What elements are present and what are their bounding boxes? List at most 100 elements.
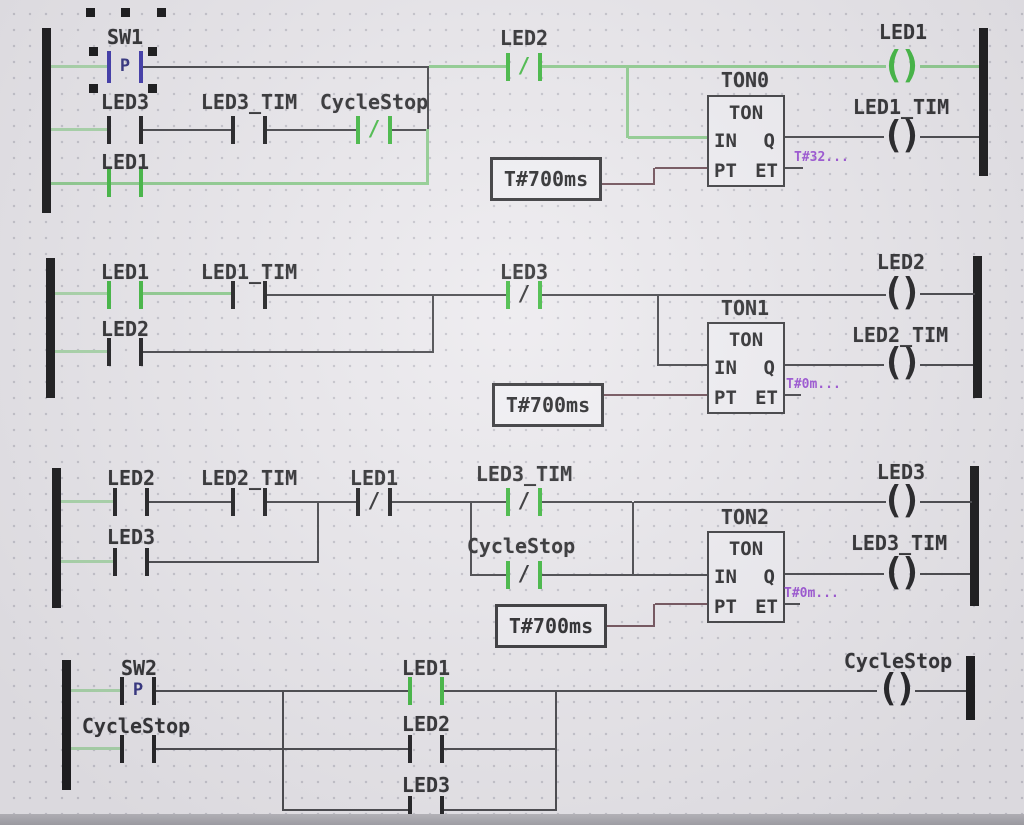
contact-led1-tim[interactable] (231, 281, 267, 309)
timer-block-ton1[interactable]: TON IN Q PT ET (707, 322, 785, 414)
wire-branch (632, 502, 634, 576)
contact-led1[interactable] (408, 677, 444, 705)
coil-led2-tim[interactable]: ( ) (882, 344, 922, 383)
operand-label[interactable]: LED3 (100, 90, 150, 114)
fb-in: IN (714, 566, 737, 588)
coil-led1[interactable]: ( ) (882, 47, 922, 86)
coil-led3-tim[interactable]: ( ) (882, 554, 922, 593)
timer-name[interactable]: TON0 (720, 68, 770, 92)
wire (785, 136, 884, 138)
contact-led3-tim-nc[interactable]: / (506, 488, 542, 516)
wire (143, 66, 429, 68)
selection-handle[interactable] (148, 47, 157, 56)
operand-label[interactable]: LED2 (401, 712, 451, 736)
contact-bar (440, 796, 444, 824)
timer-name[interactable]: TON1 (720, 296, 770, 320)
contact-cyclestop[interactable] (120, 735, 156, 763)
coil-cyclestop[interactable]: ( ) (877, 670, 917, 709)
wire-branch (282, 691, 284, 811)
fb-pt: PT (714, 596, 737, 618)
wire (920, 136, 979, 138)
preset-value-box[interactable]: T#700ms (492, 383, 604, 427)
coil-led2[interactable]: ( ) (882, 270, 922, 314)
selection-handle[interactable] (89, 84, 98, 93)
operand-label[interactable]: SW1 (106, 25, 144, 49)
operand-label[interactable]: LED1 (100, 260, 150, 284)
wire (71, 747, 120, 750)
contact-bar (107, 116, 111, 144)
operand-label[interactable]: LED3 (876, 460, 926, 484)
operand-label[interactable]: LED2_TIM (200, 466, 298, 490)
fb-q: Q (763, 357, 775, 379)
power-rail-left-rung1 (42, 28, 51, 213)
wire (444, 690, 557, 692)
operand-label[interactable]: LED2 (499, 26, 549, 50)
operand-label[interactable]: LED1 (100, 150, 150, 174)
operand-label[interactable]: LED1 (401, 656, 451, 680)
operand-label[interactable]: LED3 (106, 525, 156, 549)
wire (267, 294, 506, 296)
wire-preset (602, 183, 655, 185)
contact-led1[interactable] (107, 169, 143, 197)
operand-label[interactable]: CycleStop (843, 649, 953, 673)
fb-et: ET (755, 387, 778, 409)
timer-block-ton0[interactable]: TON IN Q PT ET (707, 95, 785, 187)
operand-label[interactable]: LED3 (401, 773, 451, 797)
timer-name[interactable]: TON2 (720, 505, 770, 529)
wire-preset (655, 167, 707, 169)
contact-bar (107, 169, 111, 197)
contact-led3[interactable] (113, 548, 149, 576)
operand-label[interactable]: LED3 (499, 260, 549, 284)
contact-led2[interactable] (113, 488, 149, 516)
contact-bar (139, 51, 143, 83)
contact-led3[interactable] (107, 116, 143, 144)
contact-bar (107, 281, 111, 309)
contact-bar (538, 281, 542, 309)
contact-led3-nc[interactable]: / (506, 281, 542, 309)
operand-label[interactable]: LED3_TIM (475, 462, 573, 486)
contact-led1[interactable] (107, 281, 143, 309)
contact-cyclestop-nc[interactable]: / (356, 116, 392, 144)
wire-preset (653, 604, 655, 626)
contact-led2[interactable] (408, 735, 444, 763)
contact-bar (139, 169, 143, 197)
preset-value-box[interactable]: T#700ms (490, 157, 602, 201)
coil-led3[interactable]: ( ) (882, 482, 922, 521)
contact-cyclestop-nc[interactable]: / (506, 561, 542, 589)
selection-handle[interactable] (148, 84, 157, 93)
selection-handle[interactable] (121, 8, 130, 17)
contact-led1-nc[interactable]: / (356, 488, 392, 516)
operand-label[interactable]: LED1_TIM (852, 95, 950, 119)
operand-label[interactable]: LED2 (876, 250, 926, 274)
operand-label[interactable]: CycleStop (319, 90, 429, 114)
operand-label[interactable]: CycleStop (466, 534, 576, 558)
contact-led3-tim[interactable] (231, 116, 267, 144)
operand-label[interactable]: LED2 (100, 317, 150, 341)
contact-led2-tim[interactable] (231, 488, 267, 516)
contact-led3[interactable] (408, 796, 444, 824)
operand-label[interactable]: LED2_TIM (851, 323, 949, 347)
operand-label[interactable]: CycleStop (81, 714, 191, 738)
edge-p-marker: P (119, 55, 131, 76)
contact-bar (145, 488, 149, 516)
operand-label[interactable]: LED1_TIM (200, 260, 298, 284)
contact-sw2-edge[interactable]: P (120, 677, 156, 705)
operand-label[interactable]: LED1 (349, 466, 399, 490)
wire (920, 501, 972, 503)
operand-label[interactable]: LED3_TIM (200, 90, 298, 114)
preset-value-box[interactable]: T#700ms (495, 604, 607, 648)
operand-label[interactable]: LED1 (878, 20, 928, 44)
operand-label[interactable]: LED2 (106, 466, 156, 490)
power-rail-left-rung2 (46, 258, 55, 398)
coil-led1-tim[interactable]: ( ) (882, 117, 922, 156)
contact-led2-nc[interactable]: / (506, 53, 542, 81)
operand-label[interactable]: SW2 (120, 656, 158, 680)
contact-led2[interactable] (107, 338, 143, 366)
selection-handle[interactable] (157, 8, 166, 17)
contact-sw1-edge[interactable]: P (107, 51, 143, 83)
timer-block-ton2[interactable]: TON IN Q PT ET (707, 531, 785, 623)
coil-paren: ( (882, 270, 905, 314)
selection-handle[interactable] (86, 8, 95, 17)
selection-handle[interactable] (89, 47, 98, 56)
operand-label[interactable]: LED3_TIM (850, 531, 948, 555)
